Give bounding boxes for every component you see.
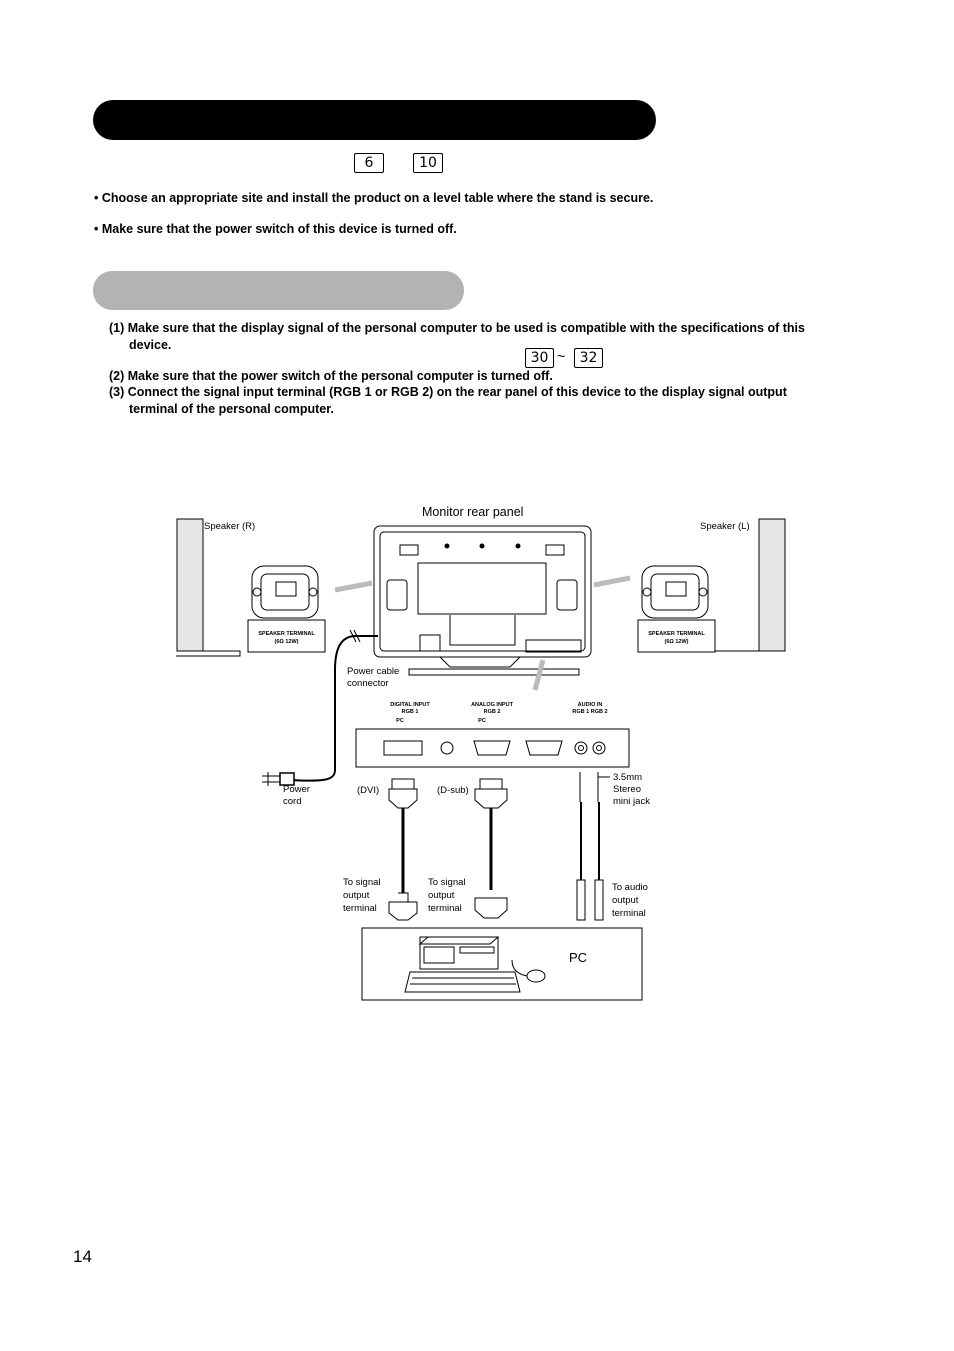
audio-in-rgb: RGB 1 RGB 2 — [572, 709, 608, 715]
digital-input-rgb1: RGB 1 — [401, 709, 419, 715]
speaker-r-terminal-box — [251, 565, 319, 619]
step-3-line1: (3) Connect the signal input terminal (R… — [109, 385, 787, 399]
power-cable-connector-label-1: Power cable — [347, 666, 400, 677]
speaker-r-body — [176, 518, 204, 652]
step-1-line2: device. — [129, 338, 172, 352]
page-ref-30[interactable]: 30 — [525, 348, 554, 368]
jack-label-1: 3.5mm — [613, 772, 643, 783]
analog-input-pc: PC — [478, 718, 486, 724]
to-audio-line2: output — [612, 895, 639, 906]
page-number: 14 — [73, 1247, 92, 1266]
page-ref-separator: ~ — [557, 348, 566, 364]
to-signal-2-line1: To signal — [428, 877, 466, 888]
to-audio-line3: terminal — [612, 908, 646, 919]
power-cord-label-1: Power — [283, 784, 310, 795]
analog-input-label: ANALOG INPUT — [471, 702, 513, 708]
speaker-r-terminal-spec: (6Ω 12W) — [274, 639, 299, 645]
analog-input-rgb2: RGB 2 — [483, 709, 501, 715]
speaker-r-terminal-text: SPEAKER TERMINAL — [258, 631, 315, 637]
monitor-rear-panel-label: Monitor rear panel — [422, 505, 524, 519]
page-ref-6[interactable]: 6 — [354, 153, 384, 173]
bullet-power-off: • Make sure that the power switch of thi… — [94, 222, 457, 236]
step-3-line2: terminal of the personal computer. — [129, 402, 334, 416]
monitor-stand-base — [408, 668, 580, 676]
speaker-l-terminal-spec: (6Ω 12W) — [664, 639, 689, 645]
power-cable-connector-label-2: connector — [347, 678, 389, 689]
pc-label: PC — [569, 950, 588, 965]
to-audio-line1: To audio — [612, 882, 648, 893]
to-signal-2-line2: output — [428, 890, 455, 901]
pc-box — [361, 927, 643, 1001]
page-ref-32[interactable]: 32 — [574, 348, 603, 368]
speaker-l-terminal-box — [641, 565, 709, 619]
subsection-title-bar — [93, 271, 464, 310]
to-signal-2-line3: terminal — [428, 903, 462, 914]
dsub-label: (D-sub) — [437, 785, 469, 796]
jack-label-3: mini jack — [613, 796, 650, 807]
bullet-site: • Choose an appropriate site and install… — [94, 191, 654, 205]
speaker-l-terminal-text: SPEAKER TERMINAL — [648, 631, 705, 637]
dvi-label: (DVI) — [357, 785, 380, 796]
to-signal-1-line2: output — [343, 890, 370, 901]
step-2: (2) Make sure that the power switch of t… — [109, 369, 553, 383]
digital-input-pc: PC — [396, 718, 404, 724]
page-ref-10[interactable]: 10 — [413, 153, 443, 173]
speaker-l-label: Speaker (L) — [700, 521, 750, 532]
speaker-l-body — [758, 518, 786, 652]
speaker-r-label: Speaker (R) — [204, 521, 256, 532]
to-signal-1-line1: To signal — [343, 877, 381, 888]
to-signal-1-line3: terminal — [343, 903, 377, 914]
connector-panel — [355, 728, 630, 768]
section-title-bar — [93, 100, 656, 140]
step-1-line1: (1) Make sure that the display signal of… — [109, 321, 805, 335]
monitor-rear — [373, 525, 592, 658]
audio-in-label: AUDIO IN — [577, 702, 603, 708]
power-cord-label-2: cord — [283, 796, 302, 807]
jack-label-2: Stereo — [613, 784, 641, 795]
digital-input-label: DIGITAL INPUT — [390, 702, 430, 708]
